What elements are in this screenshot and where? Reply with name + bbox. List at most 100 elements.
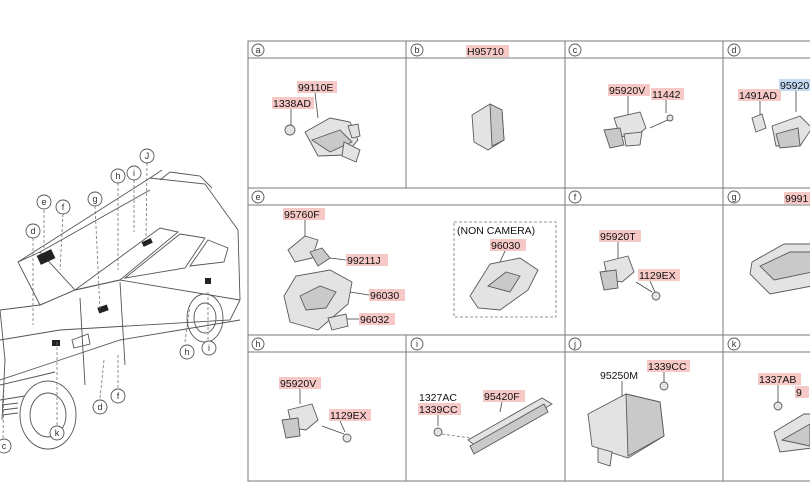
part-95920V-c: 95920V bbox=[608, 84, 650, 97]
callout-i: i bbox=[126, 165, 142, 181]
svg-text:1327AC: 1327AC bbox=[419, 392, 457, 404]
part-99211J: 99211J bbox=[346, 254, 388, 267]
svg-text:c: c bbox=[573, 45, 578, 55]
vehicle-overview: e f g h i J d c k d f h i bbox=[0, 148, 241, 454]
part-11442: 11442 bbox=[651, 88, 684, 101]
impact-sensor-d bbox=[751, 113, 810, 149]
section-g: g 9991 bbox=[727, 190, 810, 295]
part-1327AC: 1327AC bbox=[419, 392, 457, 404]
svg-text:95920: 95920 bbox=[780, 80, 809, 92]
callout-h: h bbox=[110, 168, 126, 184]
svg-text:h: h bbox=[184, 347, 189, 357]
part-1339CC-j: 1339CC bbox=[647, 360, 690, 373]
callout-f: f bbox=[55, 199, 71, 215]
part-1337AB: 1337AB bbox=[758, 373, 801, 386]
svg-text:9: 9 bbox=[796, 387, 802, 399]
svg-text:k: k bbox=[732, 339, 737, 349]
component-j bbox=[141, 238, 153, 247]
svg-text:95920V: 95920V bbox=[280, 378, 316, 390]
impact-sensor-c bbox=[603, 111, 647, 149]
svg-text:k: k bbox=[55, 428, 60, 438]
part-H95710: H95710 bbox=[466, 45, 509, 58]
non-camera-cover bbox=[469, 257, 539, 311]
svg-text:95920T: 95920T bbox=[600, 231, 636, 243]
svg-text:b: b bbox=[414, 45, 419, 55]
section-i: i 1327AC 1339CC 95420F bbox=[410, 337, 553, 455]
airbag-control-unit bbox=[587, 393, 665, 467]
part-1491AD: 1491AD bbox=[738, 89, 781, 102]
section-k: k 1337AB 9 bbox=[727, 337, 810, 453]
svg-text:1491AD: 1491AD bbox=[739, 90, 777, 102]
part-9991: 9991 bbox=[784, 192, 810, 205]
antenna-module-i bbox=[467, 397, 553, 455]
svg-text:e: e bbox=[41, 197, 46, 207]
svg-text:d: d bbox=[731, 45, 736, 55]
part-95920-d: 95920 bbox=[779, 79, 810, 92]
svg-text:1338AD: 1338AD bbox=[273, 98, 311, 110]
front-camera-bracket bbox=[304, 117, 361, 163]
svg-text:99211J: 99211J bbox=[347, 255, 381, 267]
component-e bbox=[36, 249, 56, 265]
section-e: e 95760F 99211J 96030 96032 bbox=[251, 190, 557, 331]
svg-text:96030: 96030 bbox=[370, 290, 399, 302]
svg-text:h: h bbox=[115, 171, 120, 181]
callout-i-lower: i bbox=[201, 340, 217, 356]
impact-sensor-h bbox=[281, 403, 319, 439]
part-96032: 96032 bbox=[359, 313, 395, 326]
part-96030-noncam: 96030 bbox=[490, 239, 526, 252]
part-1129EX-f: 1129EX bbox=[638, 269, 680, 282]
van-components bbox=[36, 238, 211, 346]
svg-text:c: c bbox=[2, 441, 7, 451]
part-95920T: 95920T bbox=[599, 230, 641, 243]
camera-cover-assembly bbox=[283, 235, 353, 331]
section-c: c 95920V 11442 bbox=[568, 43, 684, 149]
section-b: b H95710 bbox=[410, 43, 509, 151]
part-1129EX-h: 1129EX bbox=[329, 409, 371, 422]
sensor-unit-k bbox=[773, 413, 810, 453]
svg-text:95760F: 95760F bbox=[284, 209, 320, 221]
impact-sensor-f bbox=[599, 255, 635, 291]
callout-d: d bbox=[25, 223, 41, 239]
svg-text:f: f bbox=[574, 192, 577, 202]
svg-text:J: J bbox=[145, 151, 150, 161]
callout-e: e bbox=[36, 194, 52, 210]
non-camera-note: (NON CAMERA) bbox=[457, 225, 535, 237]
svg-text:j: j bbox=[573, 339, 576, 349]
section-h: h 95920V 1129EX bbox=[251, 337, 371, 443]
part-9-k: 9 bbox=[795, 386, 809, 399]
svg-text:95420F: 95420F bbox=[484, 391, 520, 403]
callout-j: J bbox=[139, 148, 155, 164]
van-outline bbox=[0, 169, 241, 450]
callout-d-lower: d bbox=[92, 399, 108, 415]
svg-text:h: h bbox=[255, 339, 260, 349]
callout-c: c bbox=[0, 438, 12, 454]
svg-text:g: g bbox=[92, 194, 97, 204]
part-95760F: 95760F bbox=[283, 208, 325, 221]
svg-text:96032: 96032 bbox=[360, 314, 389, 326]
component-k bbox=[52, 340, 60, 346]
svg-text:96030: 96030 bbox=[491, 240, 520, 252]
svg-text:95250M: 95250M bbox=[600, 370, 638, 382]
svg-text:9991: 9991 bbox=[785, 193, 809, 205]
section-d: d 1491AD 95920 bbox=[727, 43, 810, 149]
svg-text:d: d bbox=[97, 402, 102, 412]
svg-text:i: i bbox=[208, 343, 210, 353]
rain-sensor bbox=[471, 103, 505, 151]
part-1339CC-i: 1339CC bbox=[418, 403, 461, 416]
svg-text:f: f bbox=[117, 391, 120, 401]
part-1338AD: 1338AD bbox=[272, 97, 314, 110]
svg-text:1337AB: 1337AB bbox=[759, 374, 796, 386]
svg-text:g: g bbox=[731, 192, 736, 202]
component-g bbox=[97, 304, 109, 314]
svg-text:99110E: 99110E bbox=[298, 82, 333, 94]
section-a: a 99110E 1338AD bbox=[251, 43, 361, 163]
svg-text:1129EX: 1129EX bbox=[639, 270, 676, 282]
part-99110E: 99110E bbox=[297, 81, 337, 94]
svg-text:i: i bbox=[416, 339, 418, 349]
svg-text:95920V: 95920V bbox=[609, 85, 645, 97]
callout-g: g bbox=[87, 191, 103, 207]
parts-grid bbox=[247, 40, 810, 482]
part-95420F: 95420F bbox=[483, 390, 525, 403]
callout-f-lower: f bbox=[110, 388, 126, 404]
